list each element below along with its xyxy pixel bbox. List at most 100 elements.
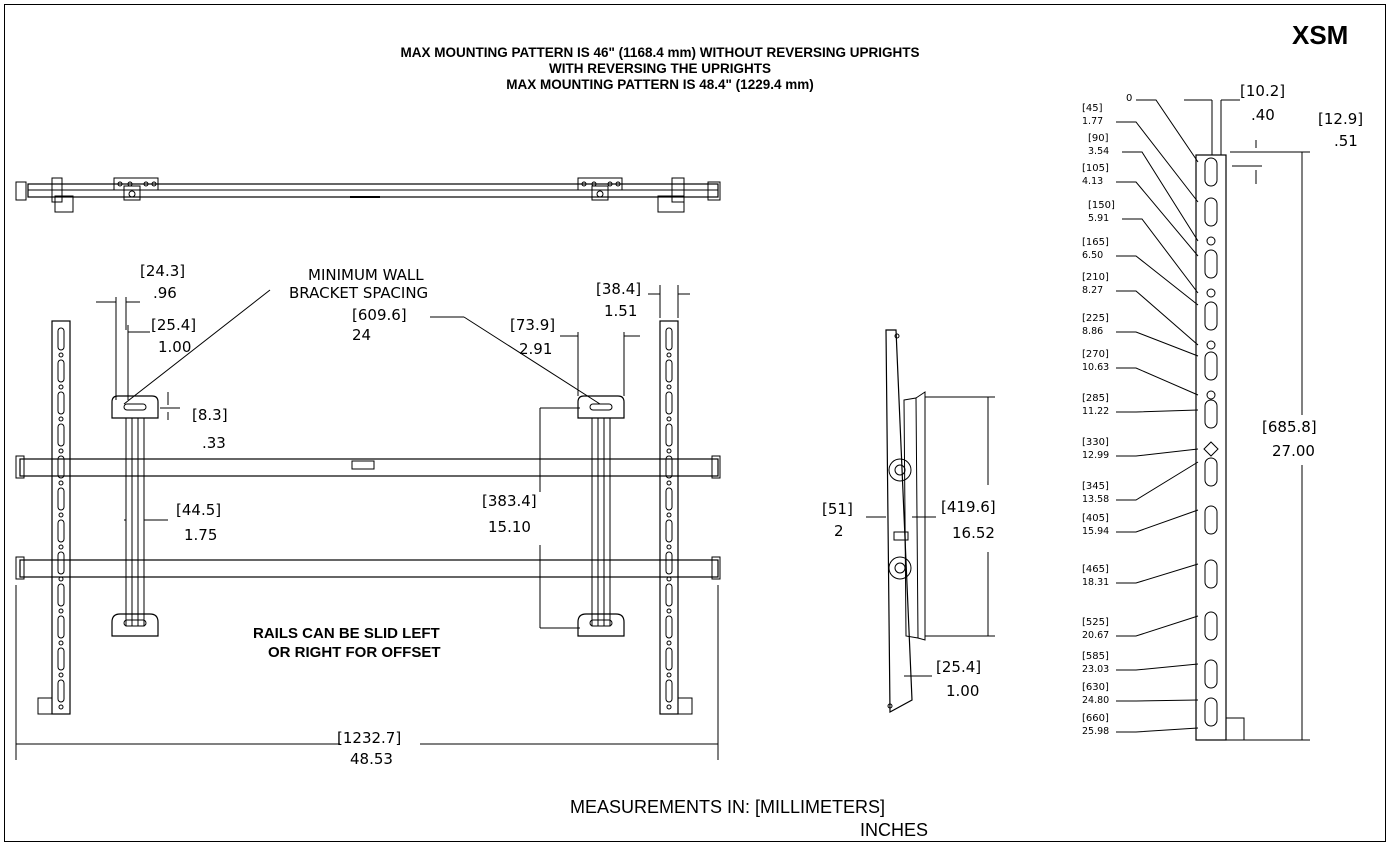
dim-12-in: .51	[1334, 132, 1358, 150]
upright-hole	[666, 608, 672, 614]
dim-25-in: 1.00	[158, 338, 192, 356]
upright-slot	[57, 487, 65, 511]
upright-hole	[58, 512, 64, 518]
hole-label-in: 20.67	[1082, 630, 1110, 641]
dim-10-mm: [10.2]	[1240, 82, 1286, 100]
upright-hole	[666, 416, 672, 422]
hole-label-mm: 0	[1126, 93, 1133, 104]
units-note-2: INCHES	[860, 820, 929, 840]
upright-detail-slot	[1204, 559, 1218, 589]
hole-label-mm: [105]	[1082, 163, 1109, 174]
upright-slot	[665, 327, 673, 351]
dim-8-mm: [8.3]	[192, 406, 228, 424]
hole-label-in: 4.13	[1082, 176, 1104, 187]
upright-hole	[666, 576, 672, 582]
hole-label-mm: [465]	[1082, 564, 1109, 575]
upright-detail-slot	[1204, 659, 1218, 689]
upright-detail-hole	[1206, 236, 1216, 246]
hole-leader-line	[1116, 563, 1199, 584]
hole-leader-line	[1116, 461, 1199, 501]
upright-slot	[57, 327, 65, 351]
hole-label-mm: [330]	[1082, 437, 1109, 448]
hole-label-in: 23.03	[1082, 664, 1110, 675]
upright-hole	[58, 448, 64, 454]
upright-detail-slot	[1204, 301, 1218, 331]
upright-hole	[58, 640, 64, 646]
hole-label-mm: [585]	[1082, 651, 1109, 662]
upright-detail-slot	[1204, 505, 1218, 535]
hole-leader-line	[1116, 448, 1199, 457]
upright-slot	[665, 519, 673, 543]
upright-detail-slot	[1204, 697, 1218, 727]
hole-leader-line	[1116, 367, 1199, 396]
hole-label-mm: [210]	[1082, 272, 1109, 283]
upright-hole	[666, 448, 672, 454]
dim-685-in: 27.00	[1272, 442, 1315, 460]
upright-slot	[665, 423, 673, 447]
dim-383-in: 15.10	[488, 518, 531, 536]
upright-detail-slot	[1204, 351, 1218, 381]
hole-label-mm: [345]	[1082, 481, 1109, 492]
hole-leader-line	[1136, 99, 1199, 163]
dim-24-in: .96	[153, 284, 177, 302]
upright-hole	[666, 544, 672, 550]
upright-slot	[665, 487, 673, 511]
dim-51-mm: [51]	[822, 500, 853, 518]
upright-detail-slot	[1204, 157, 1218, 187]
upright-hole	[666, 672, 672, 678]
hole-label-in: 1.77	[1082, 116, 1104, 127]
upright-detail-slot	[1204, 611, 1218, 641]
header-line-2: WITH REVERSING THE UPRIGHTS	[548, 61, 771, 76]
upright-slot	[57, 551, 65, 575]
upright-slot	[665, 551, 673, 575]
dim-73-in: 2.91	[519, 340, 553, 358]
dim-10-in: .40	[1251, 106, 1275, 124]
hole-label-in: 12.99	[1082, 450, 1110, 461]
upright-slot	[57, 583, 65, 607]
units-note-1: MEASUREMENTS IN: [MILLIMETERS]	[570, 797, 886, 817]
upright-slot	[57, 423, 65, 447]
hole-leader-line	[1116, 409, 1199, 413]
hole-leader-line	[1116, 290, 1199, 346]
model-code: XSM	[1292, 20, 1349, 50]
hole-label-in: 6.50	[1082, 250, 1104, 261]
hole-leader-line	[1122, 218, 1199, 294]
hole-label-mm: [90]	[1088, 133, 1109, 144]
hole-leader-line	[1116, 699, 1199, 702]
hole-label-mm: [405]	[1082, 513, 1109, 524]
upright-hole	[666, 352, 672, 358]
hole-label-in: 3.54	[1088, 146, 1110, 157]
upright-slot	[57, 391, 65, 415]
hole-label-in: 5.91	[1088, 213, 1110, 224]
hole-leader-line	[1116, 331, 1199, 357]
hole-label-mm: [225]	[1082, 313, 1109, 324]
hole-leader-line	[1116, 509, 1199, 533]
upright-hole	[58, 608, 64, 614]
dim-51-in: 2	[834, 522, 844, 540]
top-view-rail	[15, 177, 721, 213]
hole-leader-line	[1116, 121, 1199, 203]
upright-hole	[666, 384, 672, 390]
upright-detail	[1116, 99, 1310, 741]
hole-leader-line	[1116, 181, 1199, 257]
hole-label-in: 25.98	[1082, 726, 1110, 737]
hole-leader-line	[1116, 727, 1199, 733]
dim-44-in: 1.75	[184, 526, 218, 544]
upright-slot	[665, 455, 673, 479]
upright-hole	[666, 512, 672, 518]
hole-label-mm: [285]	[1082, 393, 1109, 404]
min-spacing-in: 24	[352, 326, 372, 344]
upright-slot	[665, 679, 673, 703]
upright-hole	[58, 384, 64, 390]
dim-419-in: 16.52	[952, 524, 995, 542]
hole-label-in: 10.63	[1082, 362, 1110, 373]
upright-slot	[57, 679, 65, 703]
upright-hole	[666, 480, 672, 486]
dim-419-mm: [419.6]	[941, 498, 996, 516]
hole-leader-line	[1116, 663, 1199, 671]
hole-label-mm: [165]	[1082, 237, 1109, 248]
dim-side-25-in: 1.00	[946, 682, 980, 700]
hole-label-in: 15.94	[1082, 526, 1110, 537]
rails-note-2: OR RIGHT FOR OFFSET	[268, 644, 441, 661]
upright-hole	[58, 480, 64, 486]
